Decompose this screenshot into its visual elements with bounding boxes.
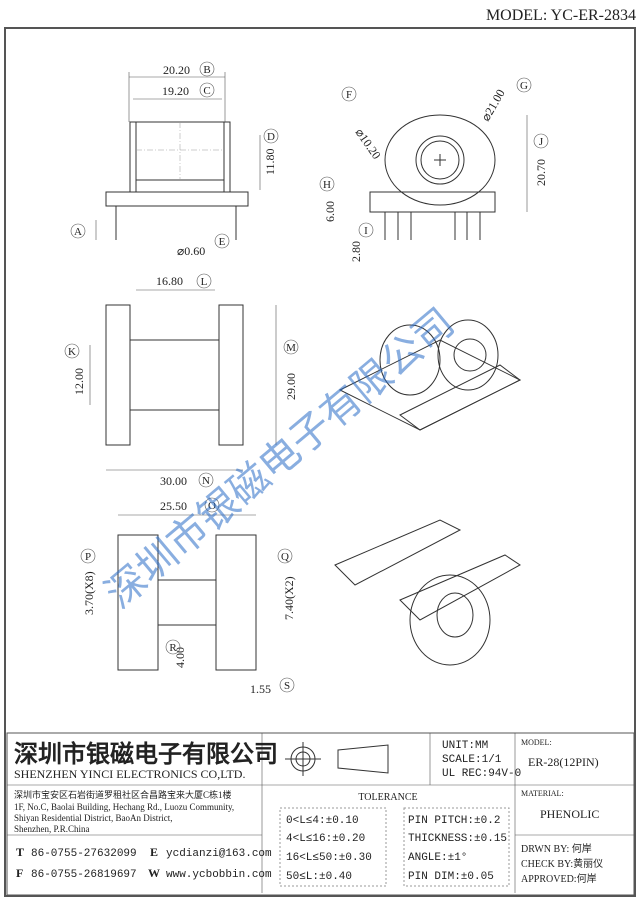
bottom-view: 25.50 O 3.70(X8) P 7.40(X2) Q 4.00 R 1.5… <box>80 497 296 696</box>
isometric-view-top <box>338 319 522 431</box>
address-line-4: Shenzhen, P.R.China <box>14 824 90 834</box>
address-line-2: 1F, No.C, Baolai Building, Hechang Rd., … <box>14 802 234 812</box>
address-line-1: 深圳市宝安区石岩街道罗租社区合昌路宝来大厦C栋1楼 <box>14 789 232 800</box>
dim-o-tag: O <box>208 500 216 512</box>
dim-e-value: ⌀0.60 <box>177 244 205 258</box>
dim-p-tag: P <box>85 551 91 563</box>
company-name-cn: 深圳市银磁电子有限公司 <box>14 740 278 768</box>
dim-s-value: 1.55 <box>250 682 271 696</box>
ul-rec: UL REC:94V-0 <box>442 768 521 780</box>
dim-r-value: 4.00 <box>173 647 187 668</box>
dim-m-tag: M <box>286 342 296 354</box>
scale: SCALE:1/1 <box>442 754 502 766</box>
model-title: MODEL: YC-ER-2834 <box>486 7 636 24</box>
tolerance-right-3: ANGLE:±1° <box>408 852 467 864</box>
side-view: 20.20 B 19.20 C 11.80 D A ⌀0.60 E <box>70 61 279 258</box>
material-value: PHENOLIC <box>540 807 599 821</box>
dim-q-tag: Q <box>281 551 289 563</box>
dim-e-tag: E <box>219 236 226 248</box>
top-view: 16.80 L 12.00 K 29.00 M 30.00 N <box>64 273 299 488</box>
model-value: ER-28(12PIN) <box>528 755 599 769</box>
dim-n-value: 30.00 <box>160 474 187 488</box>
drawn-by: DRWN BY: 何岸 <box>521 842 592 855</box>
dim-a-tag: A <box>74 226 82 238</box>
isometric-view-bottom <box>334 519 521 666</box>
dim-f-tag: F <box>346 89 352 101</box>
email-label: E <box>150 845 158 859</box>
front-view: ⌀10.20 F ⌀21.00 G 20.70 J 6.00 H 2.80 I <box>319 77 549 262</box>
dim-r-tag: R <box>169 642 177 654</box>
dim-k-tag: K <box>68 346 76 358</box>
drawing-frame <box>4 27 636 897</box>
dim-h-value: 6.00 <box>323 201 337 222</box>
dim-b-value: 20.20 <box>163 63 190 77</box>
dim-h-tag: H <box>323 179 331 191</box>
dim-j-tag: J <box>539 136 544 148</box>
web-label: W <box>148 866 160 880</box>
dim-i-tag: I <box>364 225 368 237</box>
dim-l-tag: L <box>201 276 208 288</box>
dim-q-value: 7.40(X2) <box>282 576 296 620</box>
dim-s-tag: S <box>284 680 290 692</box>
dim-n-tag: N <box>202 475 210 487</box>
title-block: 深圳市银磁电子有限公司 SHENZHEN YINCI ELECTRONICS C… <box>6 732 635 896</box>
dim-l-value: 16.80 <box>156 274 183 288</box>
tolerance-right-4: PIN DIM:±0.05 <box>408 871 494 883</box>
tel-label: T <box>16 845 24 859</box>
dim-c-tag: C <box>203 85 210 97</box>
dim-c-value: 19.20 <box>162 84 189 98</box>
dim-p-value: 3.70(X8) <box>82 571 96 615</box>
address-line-3: Shiyan Residential District, BaoAn Distr… <box>14 813 172 823</box>
dim-j-value: 20.70 <box>534 159 548 186</box>
tolerance-right-1: PIN PITCH:±0.2 <box>408 815 500 827</box>
approved-by: APPROVED:何岸 <box>521 872 597 885</box>
tolerance-left-2: 4<L≤16:±0.20 <box>286 833 365 845</box>
fax-label: F <box>16 866 23 880</box>
dim-b-tag: B <box>203 64 210 76</box>
dim-d-tag: D <box>267 131 275 143</box>
tolerance-left-1: 0<L≤4:±0.10 <box>286 815 359 827</box>
website: www.ycbobbin.com <box>166 869 272 881</box>
dim-k-value: 12.00 <box>72 368 86 395</box>
unit: UNIT:MM <box>442 740 488 752</box>
tolerance-left-4: 50≤L:±0.40 <box>286 871 352 883</box>
dim-d-value: 11.80 <box>263 148 277 175</box>
dim-m-value: 29.00 <box>284 373 298 400</box>
tel-number: 86-0755-27632099 <box>31 848 137 860</box>
email: ycdianzi@163.com <box>166 848 272 860</box>
tolerance-right-2: THICKNESS:±0.15 <box>408 833 507 845</box>
company-name-en: SHENZHEN YINCI ELECTRONICS CO,LTD. <box>14 767 245 781</box>
dim-o-value: 25.50 <box>160 499 187 513</box>
watermark: 深圳市银磁电子有限公司 <box>97 300 463 617</box>
checked-by: CHECK BY:黄丽仪 <box>521 857 603 870</box>
fax-number: 86-0755-26819697 <box>31 869 137 881</box>
material-label: MATERIAL: <box>521 789 564 798</box>
model-label: MODEL: <box>521 738 552 747</box>
dim-i-value: 2.80 <box>349 241 363 262</box>
dim-g-tag: G <box>520 80 528 92</box>
projection-symbol-icon <box>285 742 389 776</box>
tolerance-left-3: 16<L≤50:±0.30 <box>286 852 372 864</box>
tolerance-title: TOLERANCE <box>358 792 417 803</box>
dim-g-value: ⌀21.00 <box>478 87 507 124</box>
dim-f-value: ⌀10.20 <box>353 126 384 162</box>
